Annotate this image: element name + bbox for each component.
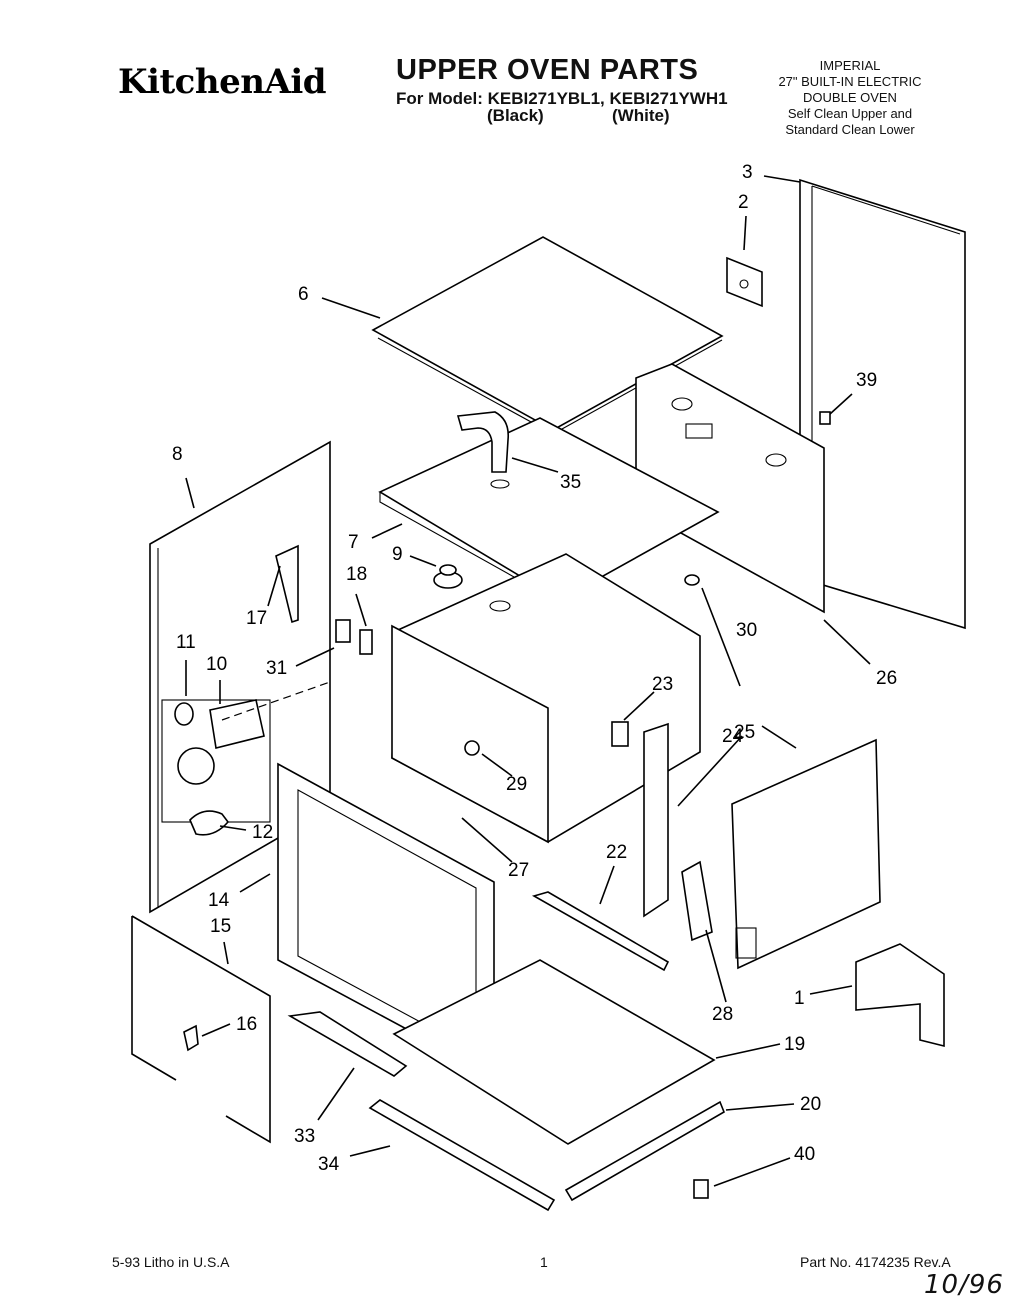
part-34-rail (368, 1099, 556, 1212)
callout-6: 6 (298, 284, 309, 305)
description-line: Self Clean Upper and (787, 106, 913, 121)
part-3-rear-panel (799, 178, 966, 630)
description-line: IMPERIAL (819, 58, 881, 73)
callout-28: 28 (712, 1004, 733, 1025)
callout-20: 20 (800, 1094, 821, 1115)
part-31-switch (359, 629, 373, 655)
color-white-label: (White) (612, 106, 670, 125)
part-10-light-socket (177, 699, 265, 785)
part-15-gasket (131, 915, 271, 1144)
part-35-vent-duct (456, 411, 510, 489)
litho-note: 5-93 Litho in U.S.A (112, 1254, 230, 1270)
callout-16: 16 (236, 1014, 257, 1035)
leader-lines (185, 175, 871, 1187)
callout-8: 8 (172, 444, 183, 465)
callout-18: 18 (346, 564, 367, 585)
part-40-clip (693, 1179, 709, 1199)
product-description: IMPERIAL 27" BUILT-IN ELECTRIC DOUBLE OV… (750, 58, 950, 138)
part-17-bracket (275, 544, 299, 624)
description-line: Standard Clean Lower (785, 122, 915, 137)
part-23-plate (611, 721, 629, 747)
callout-labels: 1 2 3 6 7 8 9 10 11 12 14 15 16 17 18 19… (172, 162, 897, 1175)
callout-31: 31 (266, 658, 287, 679)
part-33-trim (287, 1011, 408, 1077)
part-28-hinge (681, 860, 713, 942)
handwritten-date: 10/96 (924, 1270, 1004, 1300)
callout-39: 39 (856, 370, 877, 391)
light-alignment-line (221, 681, 331, 721)
part-19-bottom-panel (392, 959, 716, 1145)
callout-15: 15 (210, 916, 231, 937)
part-16-clip (183, 1024, 199, 1052)
callout-30: 30 (736, 620, 757, 641)
part-27-oven-cavity (391, 553, 701, 844)
callout-23: 23 (652, 674, 673, 695)
part-25-door-liner (731, 738, 881, 970)
page-title: UPPER OVEN PARTS (396, 54, 699, 86)
callout-3: 3 (742, 162, 753, 183)
callout-24: 24 (722, 726, 744, 747)
callout-9: 9 (392, 544, 403, 565)
description-line: DOUBLE OVEN (803, 90, 897, 105)
callout-33: 33 (294, 1126, 315, 1147)
part-24-hinge-bracket (643, 722, 669, 918)
page-number: 1 (540, 1254, 548, 1270)
callout-17: 17 (246, 608, 267, 629)
part-22-channel (531, 891, 670, 972)
part-12-bulb (189, 810, 230, 836)
callout-29: 29 (506, 774, 527, 795)
part-29-plug (464, 740, 480, 756)
brand-logo: KitchenAid (118, 62, 327, 102)
description-line: 27" BUILT-IN ELECTRIC (778, 74, 922, 89)
part-39-clip (819, 411, 831, 425)
callout-2: 2 (738, 192, 749, 213)
model-line: For Model: KEBI271YBL1, KEBI271YWH1 (396, 89, 728, 108)
callout-22: 22 (606, 842, 627, 863)
callout-27: 27 (508, 860, 529, 881)
callout-25: 25 (734, 722, 755, 743)
callout-40: 40 (794, 1144, 815, 1165)
callout-26: 26 (876, 668, 897, 689)
callout-10: 10 (206, 654, 227, 675)
part-1-bracket (855, 943, 945, 1048)
part-18-switch (335, 619, 351, 643)
part-2-bracket (726, 256, 763, 308)
callout-35: 35 (560, 472, 581, 493)
part-30-plug (684, 574, 700, 586)
part-9-terminal (433, 564, 463, 589)
part-number: Part No. 4174235 Rev.A (800, 1254, 951, 1270)
callout-14: 14 (208, 890, 230, 911)
callout-1: 1 (794, 988, 805, 1009)
callout-12: 12 (252, 822, 273, 843)
callout-19: 19 (784, 1034, 805, 1055)
callout-7: 7 (348, 532, 359, 553)
callout-34: 34 (318, 1154, 340, 1175)
part-11-light-lens (174, 702, 194, 726)
part-20-rail (564, 1100, 725, 1202)
color-black-label: (Black) (487, 106, 544, 125)
callout-11: 11 (176, 632, 196, 653)
